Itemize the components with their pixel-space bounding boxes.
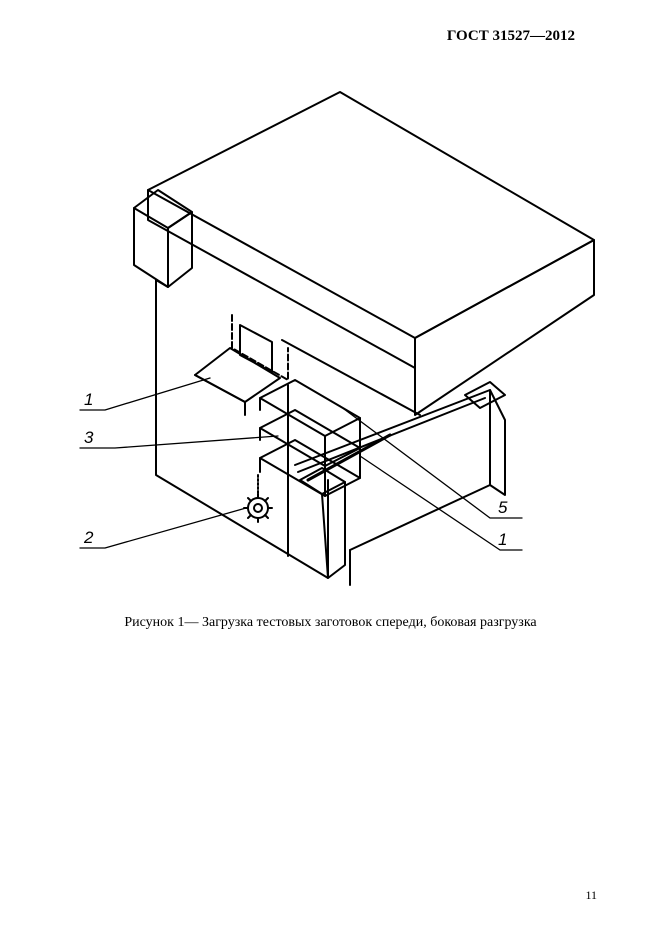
page-number: 11 — [585, 888, 597, 902]
top-housing-side-face — [414, 239, 595, 416]
inner-window — [231, 314, 289, 381]
main-body-left-side — [155, 279, 329, 579]
base-right-end — [464, 381, 506, 409]
callout-1-lower: 1 — [498, 530, 507, 549]
drive-gear-icon — [243, 493, 273, 523]
document-standard-header: ГОСТ 31527—2012 — [446, 28, 575, 44]
top-housing-top-face — [147, 91, 595, 339]
callout-3: 3 — [84, 428, 94, 447]
callout-5: 5 — [498, 498, 508, 517]
leader-lines — [79, 377, 523, 551]
callout-2: 2 — [83, 528, 94, 547]
figure-caption: Рисунок 1— Загрузка тестовых заготовок с… — [124, 615, 537, 630]
base-conveyor — [294, 389, 491, 551]
top-housing-front-face — [147, 189, 416, 369]
machine-drawing: 1 3 2 5 1 — [79, 91, 595, 586]
callout-1-upper: 1 — [84, 390, 93, 409]
